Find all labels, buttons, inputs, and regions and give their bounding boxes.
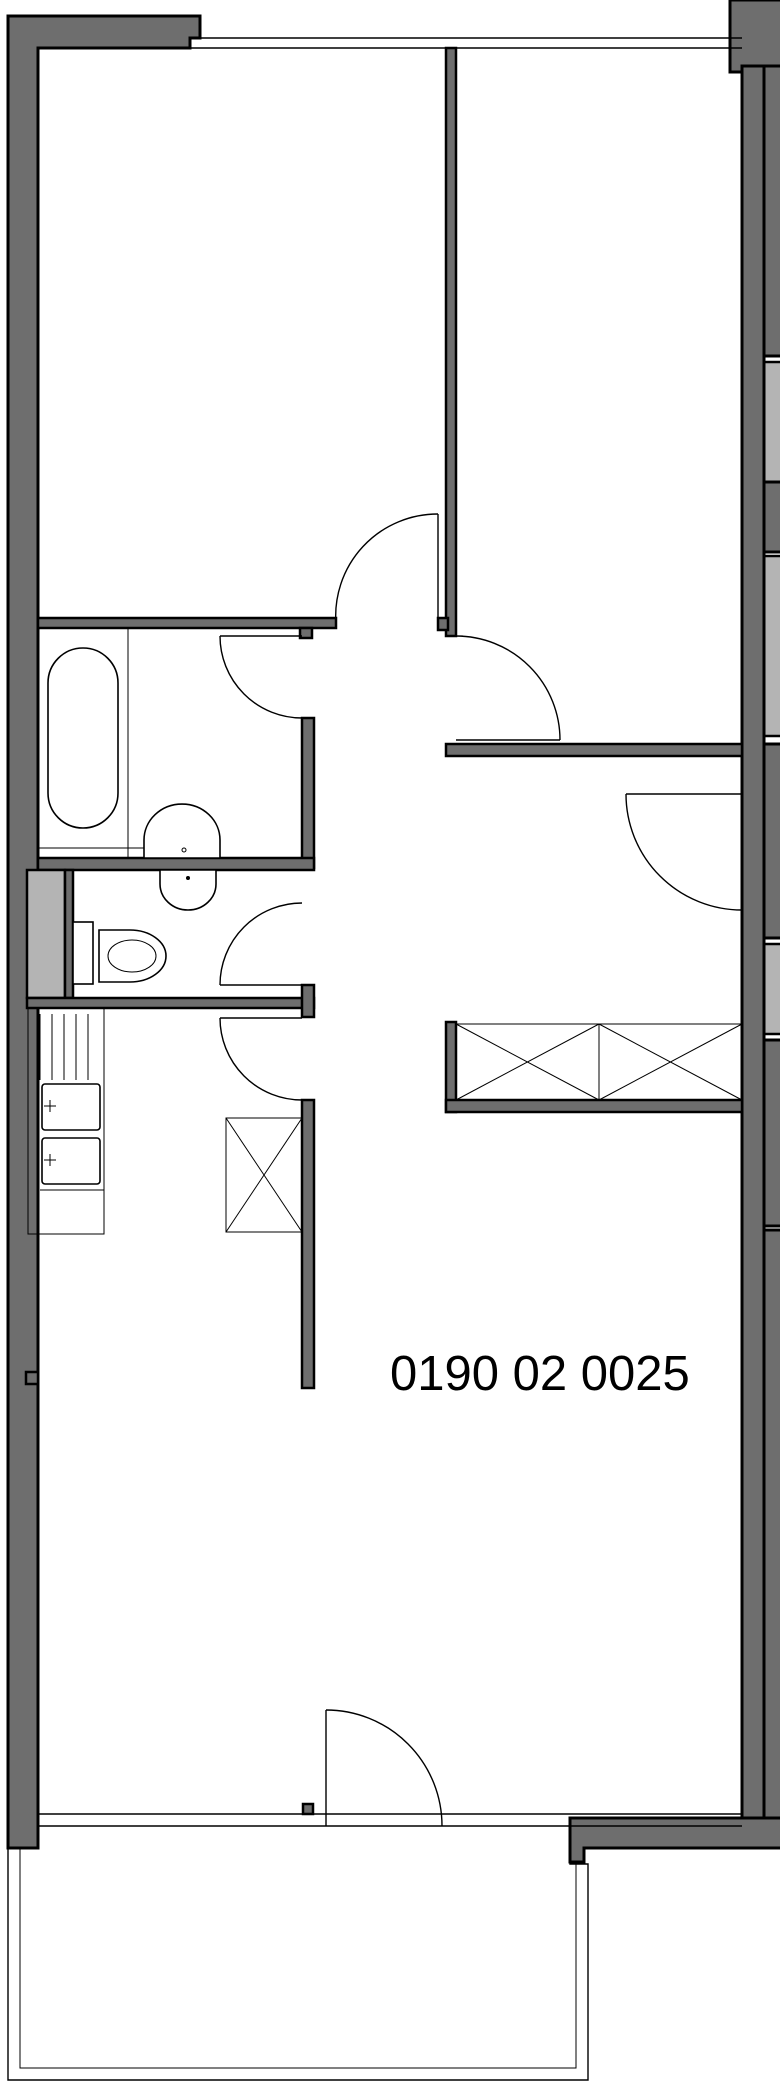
top-window bbox=[190, 37, 742, 49]
wc-fixtures bbox=[72, 921, 167, 985]
interior-partitions bbox=[24, 46, 744, 1816]
doors bbox=[219, 513, 743, 1827]
appliance-box bbox=[225, 1117, 303, 1233]
kitchen-counter bbox=[27, 1007, 105, 1235]
bathroom-fixtures bbox=[37, 627, 221, 911]
balcony bbox=[7, 1813, 742, 2081]
neighbor-wall-strip bbox=[728, 0, 780, 1848]
wardrobe bbox=[455, 1023, 743, 1101]
unit-number-label: 0190 02 0025 bbox=[390, 1347, 690, 1401]
